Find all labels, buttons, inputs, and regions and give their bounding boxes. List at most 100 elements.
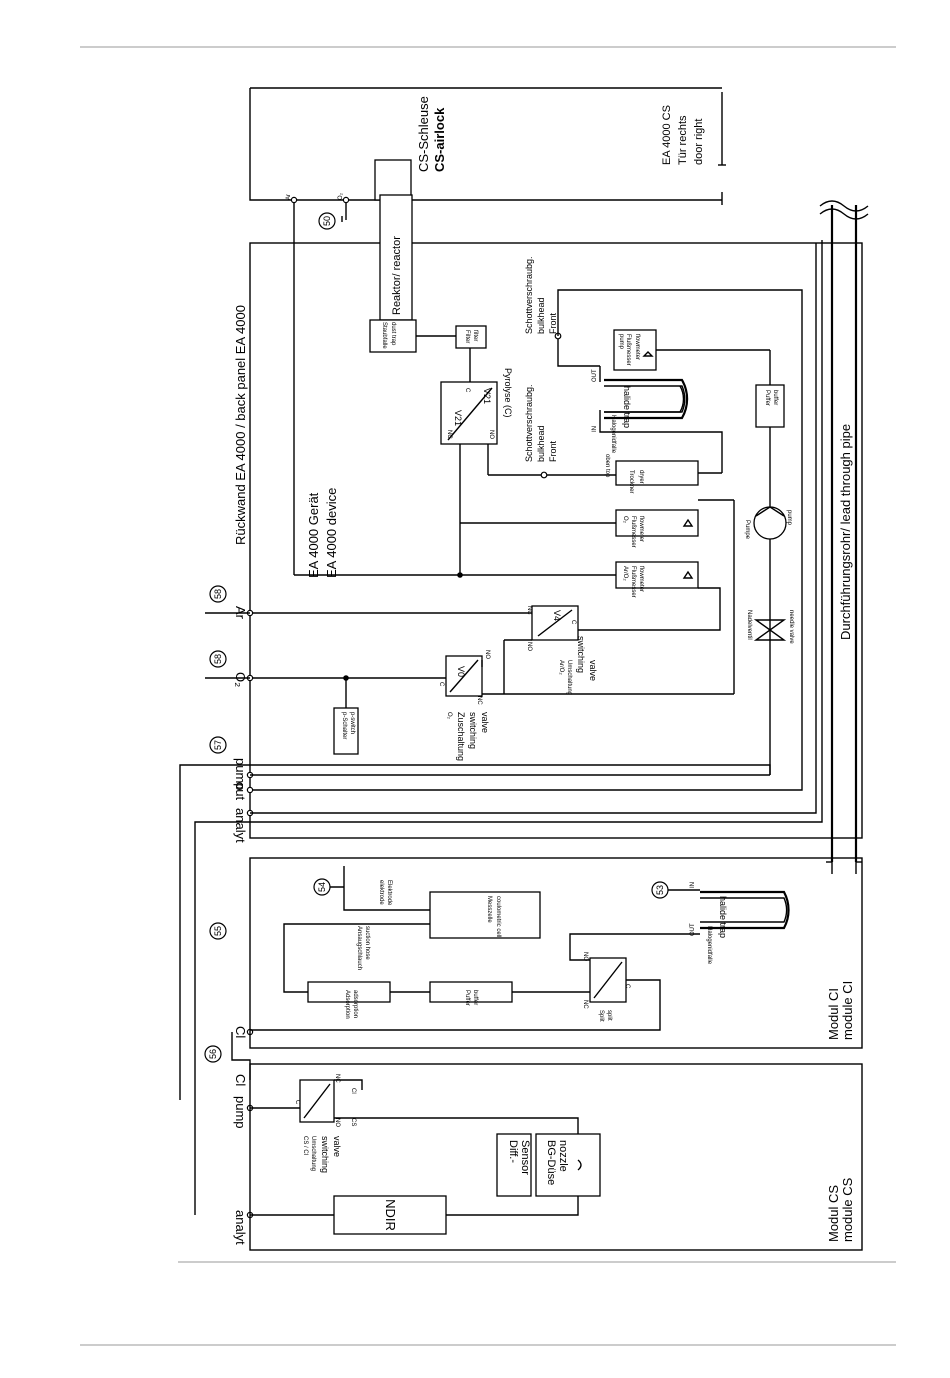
v21-label-b: V21 (482, 388, 492, 404)
adsorption-en: adsorption (352, 990, 358, 1018)
buffer-de: Puffer (764, 390, 770, 406)
suction-en: suction hose (364, 926, 370, 960)
bulkhead-mid-de: Schottverschraubg. (524, 384, 534, 462)
cs-valve-nc: NC (334, 1074, 340, 1083)
pyrolysis-label: Pyrolyse (C) (503, 368, 513, 418)
v0-no: NO (484, 650, 490, 659)
back-panel-ports: Ar O₂ pump out analyt Cl Cl pump analyt (233, 606, 254, 1245)
reactor-label: Reaktor/ reactor (391, 236, 403, 315)
cs-tag: CS (350, 1118, 356, 1126)
halide-trap-device: Halogenidfalle halide trap OUT IN (592, 366, 689, 454)
port-analyt2: analyt (233, 1210, 248, 1245)
port-pump: pump (233, 758, 248, 791)
lead-pipe-label: Durchführungsrohr/ lead through pipe (838, 424, 853, 640)
halide2-in: IN (690, 882, 696, 888)
dust-trap-de: Staubfalle (381, 322, 387, 349)
bg-nozzle-2: nozzle (557, 1140, 569, 1172)
marker-50-label: 50 (322, 216, 332, 226)
flowmeter-pump-en: flowmeter (634, 334, 640, 360)
cell-de: Messzelle (486, 896, 492, 923)
v4-no: NO (526, 642, 532, 651)
marker-58-b-label: 58 (213, 654, 223, 664)
split-c: C (624, 984, 630, 989)
split-no: NO (582, 952, 588, 961)
cs-valve-c: C (294, 1100, 300, 1105)
o2-switch-4: valve (480, 712, 490, 733)
flowmeter-o2-tag: O₂ (622, 516, 628, 524)
flowmeter-ar (615, 561, 699, 589)
buffer2-de: Puffer (464, 990, 470, 1006)
flowmeter-ar-tag: Ar/O₂ (622, 566, 628, 581)
device-label-de: EA 4000 Gerät (306, 492, 321, 578)
cl-tag: Cl (350, 1088, 356, 1094)
o2-switch-2: Zuschaltung (456, 712, 466, 761)
v4-label: V4 (552, 610, 562, 621)
ndir-label: NDIR (383, 1199, 398, 1231)
filter-de: Filter (464, 330, 470, 343)
buffer2-en: buffer (472, 990, 478, 1005)
pswitch-en: p-switch (349, 712, 355, 734)
marker-53 (651, 881, 669, 899)
airlock-label-de: CS-Schleuse (416, 96, 431, 172)
v21-c: C (464, 388, 470, 393)
split-en: split (606, 1010, 612, 1021)
buffer-ci (429, 981, 513, 1003)
marker-56-label: 56 (208, 1049, 218, 1059)
filter-en: filter (472, 330, 478, 341)
bulkhead-top-front: Front (548, 312, 558, 334)
port-analyt: analyt (233, 808, 248, 843)
ar-switch-4: valve (588, 660, 598, 681)
coulometric-cell (429, 891, 541, 939)
pump-en: pump (786, 510, 792, 526)
airlock-label-en: CS-airlock (432, 107, 447, 172)
halide-out: OUT (592, 369, 598, 382)
v0-label: V0 (456, 666, 466, 677)
module-ci-frame (249, 857, 863, 1049)
v4-c: C (570, 620, 576, 625)
pump (753, 506, 787, 540)
marker-57-label: 57 (213, 740, 223, 750)
bulkhead-mid-en: bulkhead (536, 425, 546, 462)
port-pump2: pump (233, 1096, 248, 1129)
marker-54-label: 54 (317, 882, 327, 892)
flowmeter-ar-de: Flußmesser (630, 566, 636, 598)
module-cs-en: module CS (840, 1177, 855, 1242)
dryer-en: dryer (638, 470, 644, 484)
p-switch (333, 707, 359, 755)
v0-c: C (438, 682, 444, 687)
flowmeter-pump-de: Flußmesser (625, 334, 631, 366)
port-o2: O₂ (233, 672, 248, 687)
halide2-en: halide trap (718, 896, 728, 938)
pump-de: Pumpe (744, 520, 750, 540)
diff-sensor-2: Sensor (519, 1140, 531, 1175)
diff-sensor (496, 1133, 532, 1197)
port-out: out (233, 782, 248, 800)
cell-en: coulometric cell (495, 896, 501, 937)
v21-no: NO (488, 430, 494, 439)
pyrolysis-valve-v21 (440, 381, 498, 445)
door-label-3: door right (693, 119, 705, 165)
buffer-en: buffer (772, 390, 778, 405)
ea4000-device-frame (249, 242, 863, 839)
bulkhead-top-en: bulkhead (536, 297, 546, 334)
v21-label-a: V21 (453, 410, 463, 426)
marker-58-b (209, 650, 227, 668)
bulkhead-mid-front: Front (548, 440, 558, 462)
dryer-de: Trockner (628, 470, 634, 493)
dryer-top: oben top (604, 454, 610, 478)
reactor (379, 194, 413, 321)
ar-switch-1: Ar/O₂ (558, 660, 564, 675)
device-label-en: EA 4000 device (324, 488, 339, 578)
diff-sensor-1: Diff.- (507, 1140, 519, 1163)
split-de: Split (598, 1010, 604, 1022)
electrode-en: elektrode (378, 880, 384, 905)
needle-valve (753, 619, 787, 641)
halide2-de: Halogenidfalle (706, 926, 712, 965)
v0-nc: NC (476, 696, 482, 705)
airlock-block (374, 159, 412, 201)
cs-switch-1: CS / Cl (302, 1136, 308, 1155)
marker-53-label: 53 (655, 885, 665, 895)
halide-trap-en: halide trap (622, 386, 632, 428)
filter (455, 325, 487, 349)
